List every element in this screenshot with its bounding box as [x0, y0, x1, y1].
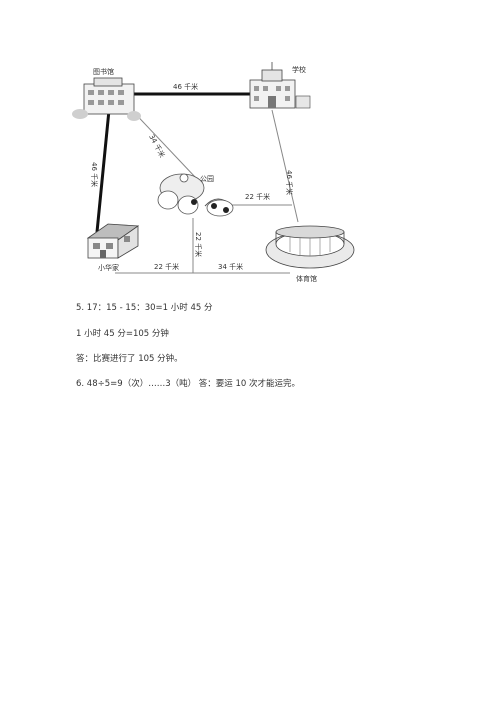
home-building — [86, 223, 140, 259]
stadium-label: 体育馆 — [296, 274, 317, 283]
distance-school-stadium: 46 千米 — [285, 170, 294, 195]
answer-line-3: 答：比赛进行了 105 分钟。 — [76, 354, 183, 364]
stadium-building — [265, 225, 355, 269]
distance-library-school: 46 千米 — [173, 82, 198, 91]
school-building — [249, 62, 311, 109]
park-label: 公园 — [200, 175, 214, 183]
park-illustration — [157, 173, 234, 217]
distance-mid-stadium: 34 千米 — [218, 262, 243, 271]
distance-library-park: 34 千米 — [147, 133, 167, 159]
answer-line-4: 6. 48÷5=9（次）……3（吨） 答：要运 10 次才能运完。 — [76, 379, 301, 389]
answer-line-2: 1 小时 45 分=105 分钟 — [76, 329, 169, 339]
road-school-stadium — [271, 109, 299, 223]
road-library-home — [95, 99, 112, 233]
distance-park-stadium: 22 千米 — [245, 192, 270, 201]
library-label: 图书馆 — [93, 67, 114, 76]
distance-home-mid: 22 千米 — [154, 262, 179, 271]
school-label: 学校 — [292, 65, 306, 74]
distance-library-home: 46 千米 — [90, 162, 99, 187]
answer-line-1: 5. 17：15 - 15：30=1 小时 45 分 — [76, 303, 213, 313]
distance-park-down: 22 千米 — [194, 232, 203, 257]
library-building — [72, 77, 141, 121]
home-label: 小华家 — [98, 263, 119, 272]
route-map: 图书馆 学校 公园 小华家 体育馆 46 千米 34 千米 46 千米 46 千… — [72, 62, 355, 283]
